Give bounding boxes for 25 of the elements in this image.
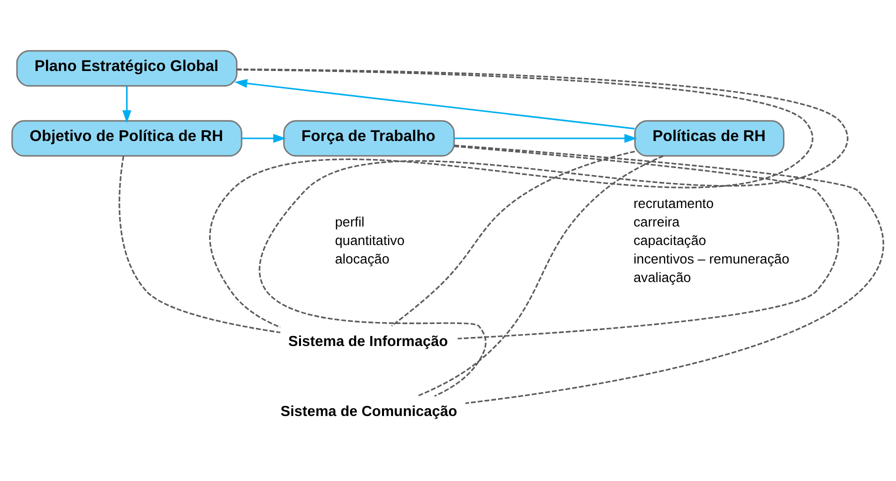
arrow (454, 133, 638, 142)
node-box: Objetivo de Política de RH (11, 120, 242, 156)
node-text: Sistema de Comunicação (280, 404, 458, 420)
connector (391, 150, 635, 326)
arrow (242, 133, 286, 142)
node-label: carreira (633, 214, 680, 230)
node-label: avaliação (633, 270, 691, 285)
connector (417, 154, 664, 396)
node-text: Sistema de Informação (288, 334, 448, 350)
connector (209, 68, 814, 328)
node-label: alocação (334, 251, 390, 266)
arrow (234, 78, 635, 129)
connector (236, 68, 848, 396)
connector (454, 145, 840, 339)
node-label: capacitação (633, 232, 706, 248)
node-box: Políticas de RH (634, 120, 784, 156)
node-label: perfil (334, 214, 364, 230)
node-label: quantitativo (334, 232, 405, 248)
node-box: Força de Trabalho (283, 120, 455, 156)
connector (118, 155, 280, 333)
connector (454, 144, 884, 404)
node-label: incentivos – remuneração (633, 251, 790, 266)
node-label: recrutamento (633, 196, 714, 211)
arrow (122, 86, 132, 123)
node-box: Plano Estratégico Global (16, 50, 238, 86)
